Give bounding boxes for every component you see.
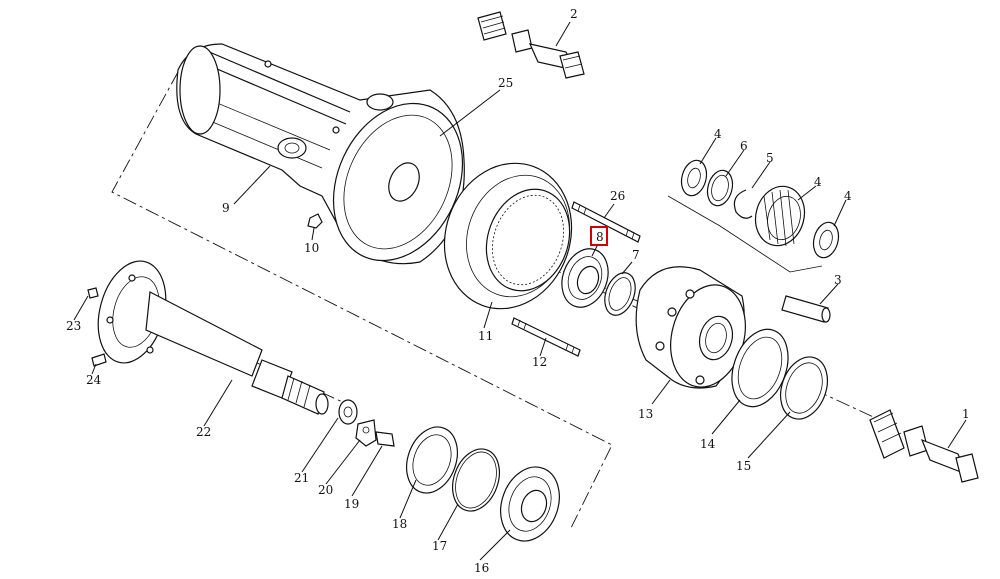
- label-part-seven[interactable]: 6: [740, 139, 748, 153]
- label-part-six[interactable]: 5: [766, 151, 774, 165]
- label-part-18[interactable]: 17: [432, 539, 447, 553]
- part-3-planet-pin[interactable]: [781, 295, 831, 323]
- label-part-8[interactable]: 7: [632, 248, 640, 262]
- part-11-nut[interactable]: [307, 213, 323, 229]
- part-12-ring-gear[interactable]: [424, 145, 591, 326]
- part-18-o-ring[interactable]: [444, 442, 507, 517]
- part-17-bearing[interactable]: [491, 459, 570, 550]
- part-27-stud[interactable]: [571, 201, 641, 243]
- part-10-axle-housing[interactable]: [176, 43, 487, 282]
- label-part-24[interactable]: 23: [66, 319, 81, 333]
- label-part-10[interactable]: 9: [222, 201, 230, 215]
- label-part-four-lower[interactable]: 4: [844, 189, 852, 203]
- part-19-seal[interactable]: [398, 420, 466, 500]
- part-6-snap-ring[interactable]: [733, 189, 753, 219]
- label-part-5[interactable]: 4: [814, 175, 822, 189]
- label-part-21[interactable]: 20: [318, 483, 333, 497]
- part-13-stud[interactable]: [511, 317, 581, 357]
- label-part-26[interactable]: 25: [498, 76, 513, 90]
- part-25-bolt[interactable]: [91, 353, 107, 367]
- part-8-ring[interactable]: [599, 269, 640, 320]
- selected-part-highlight: [590, 226, 608, 246]
- label-part-25[interactable]: 24: [86, 373, 102, 387]
- part-16-retaining-ring[interactable]: [772, 350, 835, 425]
- label-part-11[interactable]: 10: [304, 241, 319, 255]
- part-23-axle-shaft[interactable]: [88, 253, 329, 415]
- label-part-15[interactable]: 14: [700, 437, 716, 451]
- label-part-13[interactable]: 12: [532, 355, 547, 369]
- part-1-output-shaft[interactable]: [869, 409, 979, 483]
- part-14-planet-carrier[interactable]: [635, 266, 756, 396]
- part-20-bolt[interactable]: [375, 431, 395, 447]
- label-part-19[interactable]: 18: [392, 517, 407, 531]
- label-part-17[interactable]: 16: [474, 561, 489, 575]
- part-21-lock-plate[interactable]: [355, 419, 377, 447]
- label-part-9[interactable]: 8: [596, 230, 604, 244]
- label-part-1[interactable]: 1: [962, 407, 970, 421]
- label-part-16[interactable]: 15: [736, 459, 751, 473]
- part-24-bolt[interactable]: [87, 287, 99, 299]
- label-part-12[interactable]: 11: [478, 329, 493, 343]
- label-part-22[interactable]: 21: [294, 471, 309, 485]
- leader-lines: [73, 21, 967, 561]
- label-part-14[interactable]: 13: [638, 407, 653, 421]
- gear-set-bracket: [667, 195, 823, 273]
- label-part-27[interactable]: 26: [610, 189, 625, 203]
- label-part-4-upper[interactable]: 4: [714, 127, 722, 141]
- part-4-bearing-lower[interactable]: [810, 220, 842, 261]
- label-part-3[interactable]: 3: [834, 273, 842, 287]
- part-22-washer[interactable]: [338, 399, 358, 425]
- part-7-washer[interactable]: [704, 168, 736, 209]
- part-5-planet-gear[interactable]: [749, 181, 811, 251]
- part-2-input-shaft[interactable]: [477, 11, 585, 79]
- label-part-20[interactable]: 19: [344, 497, 359, 511]
- part-labels: 2 25 9 10 26 8 7 11 12 13 14 15 1 3 4 6 …: [66, 7, 970, 575]
- part-4-bearing-upper[interactable]: [678, 158, 710, 199]
- label-part-2[interactable]: 2: [570, 7, 578, 21]
- label-part-23[interactable]: 22: [196, 425, 211, 439]
